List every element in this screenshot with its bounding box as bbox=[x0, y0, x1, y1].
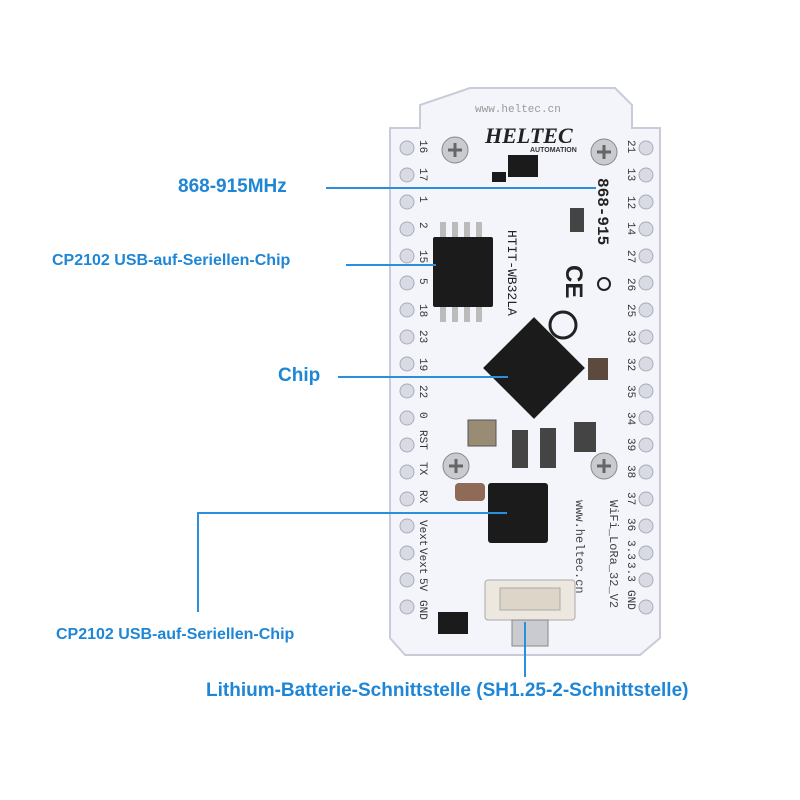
pin-label-right: 34 bbox=[624, 412, 636, 426]
pin-label-right: 32 bbox=[624, 358, 636, 371]
pin-label-left: Vext bbox=[416, 548, 428, 574]
pin-label-right: 38 bbox=[624, 465, 636, 478]
callout-battery-interface: Lithium-Batterie-Schnittstelle (SH1.25-2… bbox=[206, 680, 689, 701]
pin-label-left: 0 bbox=[416, 412, 428, 419]
pin-label-left: RX bbox=[416, 490, 428, 504]
pin-label-right: 14 bbox=[624, 222, 636, 236]
board-url-top: www.heltec.cn bbox=[475, 104, 561, 116]
pin-label-left: 16 bbox=[416, 140, 428, 153]
pin-label-left: 22 bbox=[416, 385, 428, 398]
pin-label-left: 1 bbox=[416, 196, 428, 203]
leader-line-usb-chip-top bbox=[346, 264, 436, 266]
pin-label-right: 21 bbox=[624, 140, 636, 154]
leader-line-usb-chip-bottom-h bbox=[197, 512, 507, 514]
board-brand-sub: AUTOMATION bbox=[530, 147, 577, 154]
pin-label-right: 37 bbox=[624, 492, 636, 505]
battery-connector bbox=[484, 579, 576, 647]
callout-usb-chip-top: CP2102 USB-auf-Seriellen-Chip bbox=[52, 252, 291, 269]
screw-icon bbox=[441, 136, 618, 480]
transistor-top bbox=[508, 155, 538, 177]
pin-label-left: TX bbox=[416, 462, 428, 476]
pin-label-right: 3.3 bbox=[624, 562, 636, 582]
pin-label-right: 12 bbox=[624, 196, 636, 209]
pin-label-right: 39 bbox=[624, 438, 636, 451]
ce-circle bbox=[548, 310, 578, 340]
pin-label-left: 17 bbox=[416, 168, 428, 181]
pin-label-left: 2 bbox=[416, 222, 428, 229]
pin-label-left: 19 bbox=[416, 358, 428, 371]
board-model-print: HTIT-WB32LA bbox=[504, 230, 519, 316]
pin-label-right: 25 bbox=[624, 304, 636, 317]
pin-label-left: RST bbox=[416, 430, 428, 450]
left-pin-holes bbox=[399, 140, 415, 615]
pin-label-right: 26 bbox=[624, 278, 636, 291]
pin-label-left: Vext bbox=[416, 520, 428, 546]
board-url-side: www.heltec.cn bbox=[572, 500, 586, 594]
pin-label-left: 5 bbox=[416, 278, 428, 285]
pin-label-left: 5V bbox=[416, 578, 428, 592]
usb-serial-chip bbox=[488, 483, 548, 543]
pin-label-right: GND bbox=[624, 590, 636, 610]
pin-label-right: 33 bbox=[624, 330, 636, 343]
board-product-print: WiFi_LoRa_32_V2 bbox=[606, 500, 620, 608]
soic-chip bbox=[433, 222, 493, 322]
leader-line-chip bbox=[338, 376, 508, 378]
board-freq-print: 868-915 bbox=[593, 178, 611, 245]
pin-label-right: 13 bbox=[624, 168, 636, 181]
right-pin-holes bbox=[638, 140, 654, 615]
pin-label-left: 23 bbox=[416, 330, 428, 343]
pin-label-left: 15 bbox=[416, 250, 428, 263]
board-ce-mark: CE bbox=[560, 265, 587, 298]
callout-chip: Chip bbox=[278, 365, 321, 386]
leader-line-usb-chip-bottom-v bbox=[197, 512, 199, 612]
leader-line-frequency bbox=[326, 187, 596, 189]
board-brand: HELTEC bbox=[484, 123, 573, 148]
pin-label-right: 3.3 bbox=[624, 540, 636, 560]
pin-label-left: GND bbox=[416, 600, 428, 620]
callout-usb-chip-bottom: CP2102 USB-auf-Seriellen-Chip bbox=[56, 626, 295, 643]
pin-label-right: 36 bbox=[624, 518, 636, 531]
pin-label-right: 27 bbox=[624, 250, 636, 263]
pin-label-right: 35 bbox=[624, 385, 636, 398]
pin-label-left: 18 bbox=[416, 304, 428, 317]
leader-line-battery bbox=[524, 622, 526, 677]
callout-frequency: 868-915MHz bbox=[178, 176, 287, 197]
